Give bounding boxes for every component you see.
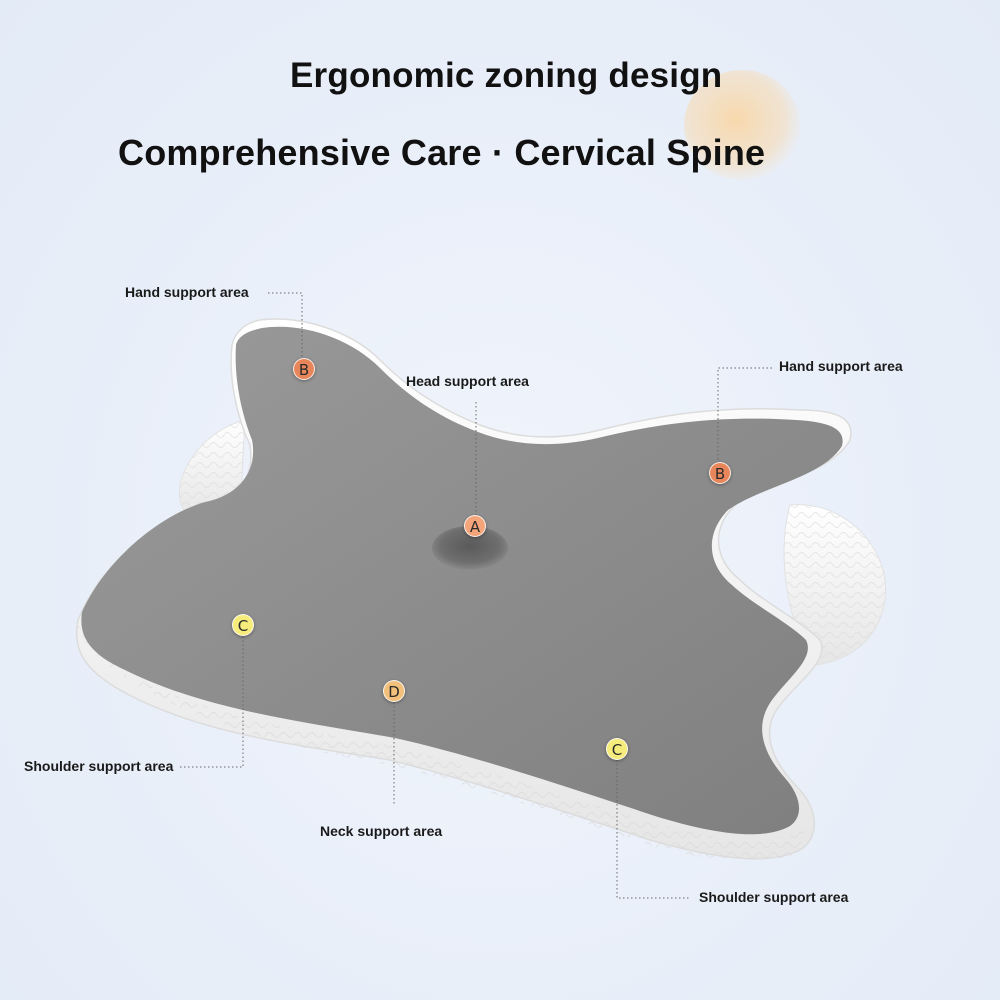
- label-neck-support: Neck support area: [320, 823, 443, 839]
- headline-subtitle: Comprehensive Care · Cervical Spine: [118, 132, 766, 173]
- label-shoulder-support-right: Shoulder support area: [699, 889, 849, 905]
- pillow-top-surface: [81, 326, 843, 835]
- leader-lines: [180, 292, 772, 899]
- label-shoulder-support-left: Shoulder support area: [24, 758, 174, 774]
- zone-marker-d: D: [383, 680, 405, 702]
- label-hand-support-right: Hand support area: [779, 358, 903, 374]
- zone-marker-a: A: [464, 515, 486, 537]
- headline-title: Ergonomic zoning design: [290, 56, 723, 95]
- head-support-hollow: [432, 526, 508, 570]
- zone-marker-b-right: B: [709, 462, 731, 484]
- label-hand-support-left: Hand support area: [125, 284, 249, 300]
- zone-marker-c-left: C: [232, 614, 254, 636]
- label-head-support: Head support area: [406, 373, 529, 389]
- zone-marker-c-right: C: [606, 738, 628, 760]
- zone-marker-b-left: B: [293, 358, 315, 380]
